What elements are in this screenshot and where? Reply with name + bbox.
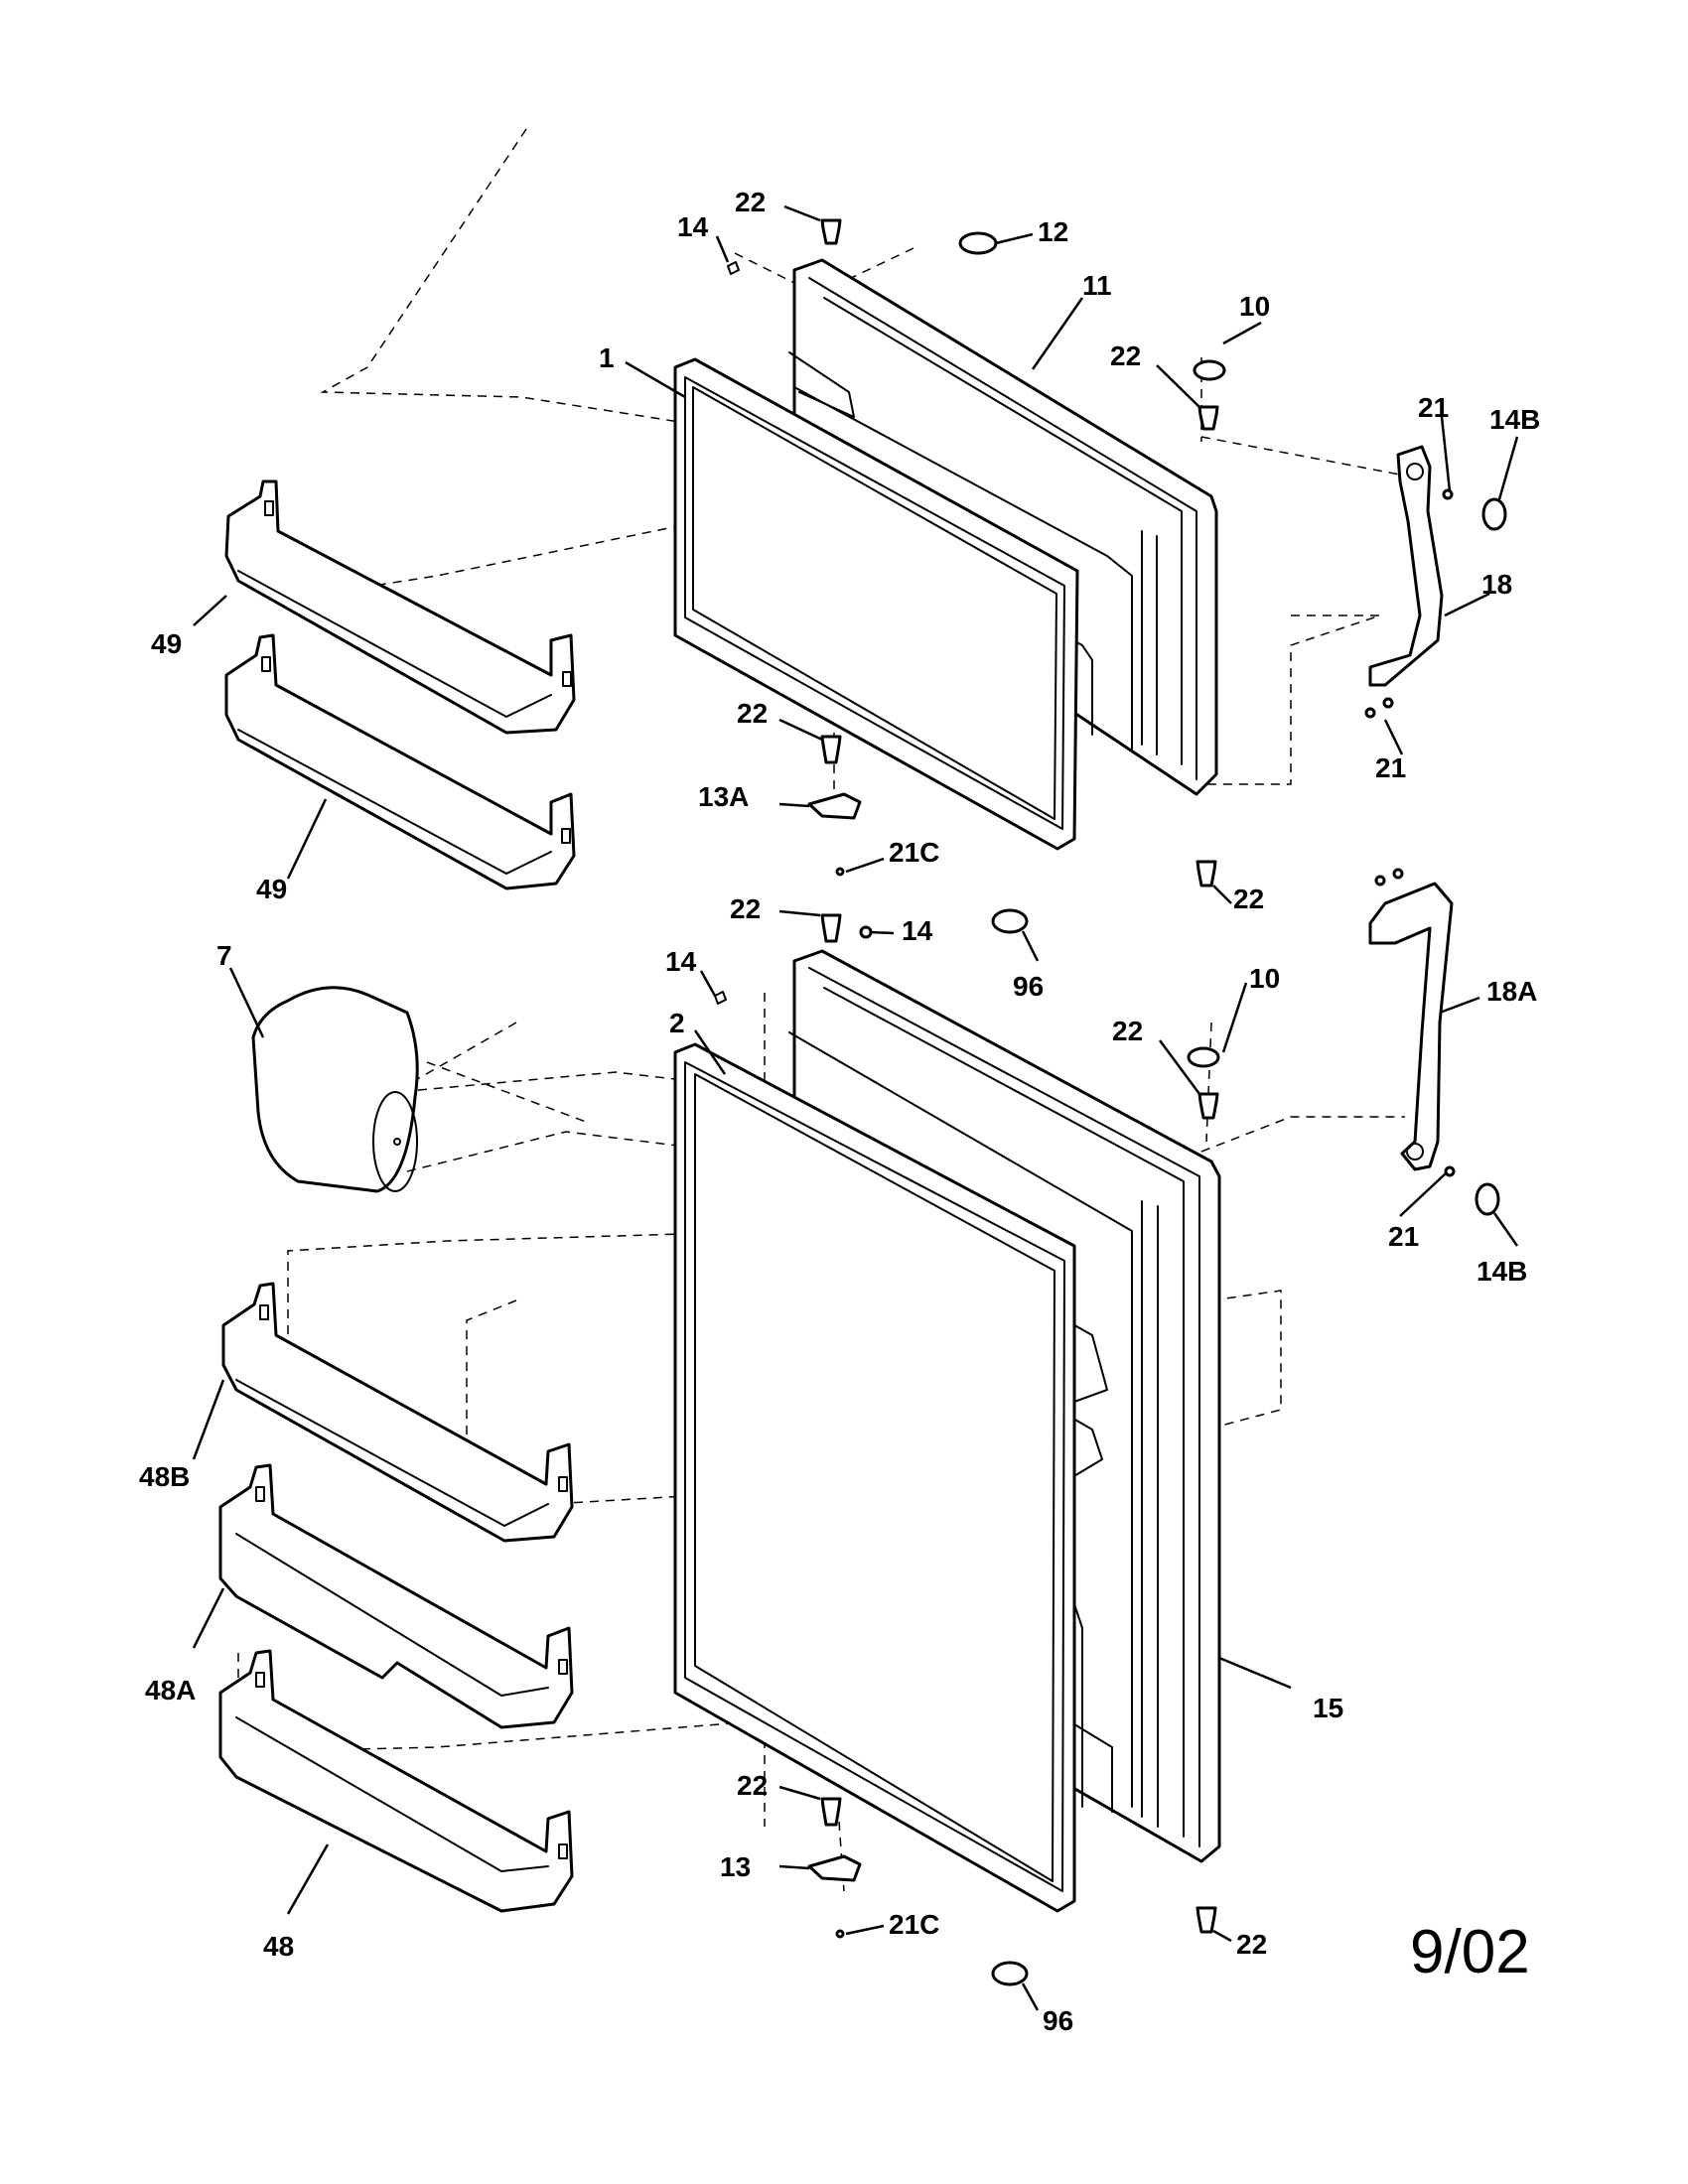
label-22-top: 22 bbox=[735, 187, 766, 217]
shelf-48 bbox=[218, 1649, 574, 1913]
label-22-right-upper: 22 bbox=[1110, 341, 1141, 371]
label-10-lower: 10 bbox=[1249, 963, 1280, 994]
label-12: 12 bbox=[1038, 216, 1068, 247]
label-10-top: 10 bbox=[1239, 291, 1270, 322]
label-48B: 48B bbox=[139, 1461, 190, 1492]
label-22-left-middle: 22 bbox=[730, 893, 761, 924]
label-22-right-middle: 22 bbox=[1233, 884, 1264, 914]
label-21C-upper: 21C bbox=[889, 837, 939, 868]
label-48: 48 bbox=[263, 1931, 294, 1962]
label-14-middle: 14 bbox=[902, 915, 933, 946]
shelf-48B bbox=[221, 1282, 574, 1543]
label-49-upper: 49 bbox=[151, 628, 182, 659]
label-22-right-bottom: 22 bbox=[1236, 1929, 1267, 1960]
freezer-door-gasket-1 bbox=[673, 357, 1079, 851]
date-code: 9/02 bbox=[1410, 1918, 1530, 1986]
label-14-top: 14 bbox=[677, 211, 709, 242]
label-21-upper: 21 bbox=[1418, 392, 1449, 423]
leader-lines bbox=[192, 205, 1519, 2011]
label-2: 2 bbox=[669, 1008, 685, 1038]
shelf-49-upper bbox=[224, 479, 576, 735]
label-21-middle: 21 bbox=[1375, 752, 1406, 783]
label-96-lower: 96 bbox=[1043, 2005, 1073, 2036]
handle-18 bbox=[1368, 445, 1444, 687]
label-49-lower: 49 bbox=[256, 874, 287, 904]
label-14B-upper: 14B bbox=[1489, 404, 1540, 435]
shelf-49-lower bbox=[224, 633, 576, 890]
label-22-left-upper: 22 bbox=[737, 698, 768, 729]
label-18A: 18A bbox=[1486, 976, 1537, 1007]
label-48A: 48A bbox=[145, 1675, 196, 1706]
label-15: 15 bbox=[1313, 1693, 1343, 1723]
label-21-lower: 21 bbox=[1388, 1221, 1419, 1252]
label-14-left: 14 bbox=[665, 946, 697, 977]
label-96-upper: 96 bbox=[1013, 971, 1044, 1002]
dairy-bin-7 bbox=[251, 986, 419, 1193]
label-11: 11 bbox=[1082, 270, 1112, 301]
callout-labels: 22 14 12 11 10 22 21 14B 1 49 18 22 21 1… bbox=[139, 187, 1540, 2036]
label-1: 1 bbox=[599, 342, 615, 373]
label-14B-lower: 14B bbox=[1477, 1256, 1527, 1287]
label-22-right-lower: 22 bbox=[1112, 1016, 1143, 1046]
label-13A: 13A bbox=[698, 781, 749, 812]
label-7: 7 bbox=[216, 940, 232, 971]
label-21C-lower: 21C bbox=[889, 1909, 939, 1940]
label-22-left-lower: 22 bbox=[737, 1770, 768, 1801]
label-18: 18 bbox=[1481, 569, 1512, 600]
fresh-food-door-gasket-2 bbox=[673, 1042, 1076, 1913]
label-13: 13 bbox=[720, 1851, 751, 1882]
handle-18A bbox=[1368, 882, 1454, 1171]
shelf-48A bbox=[218, 1463, 574, 1729]
